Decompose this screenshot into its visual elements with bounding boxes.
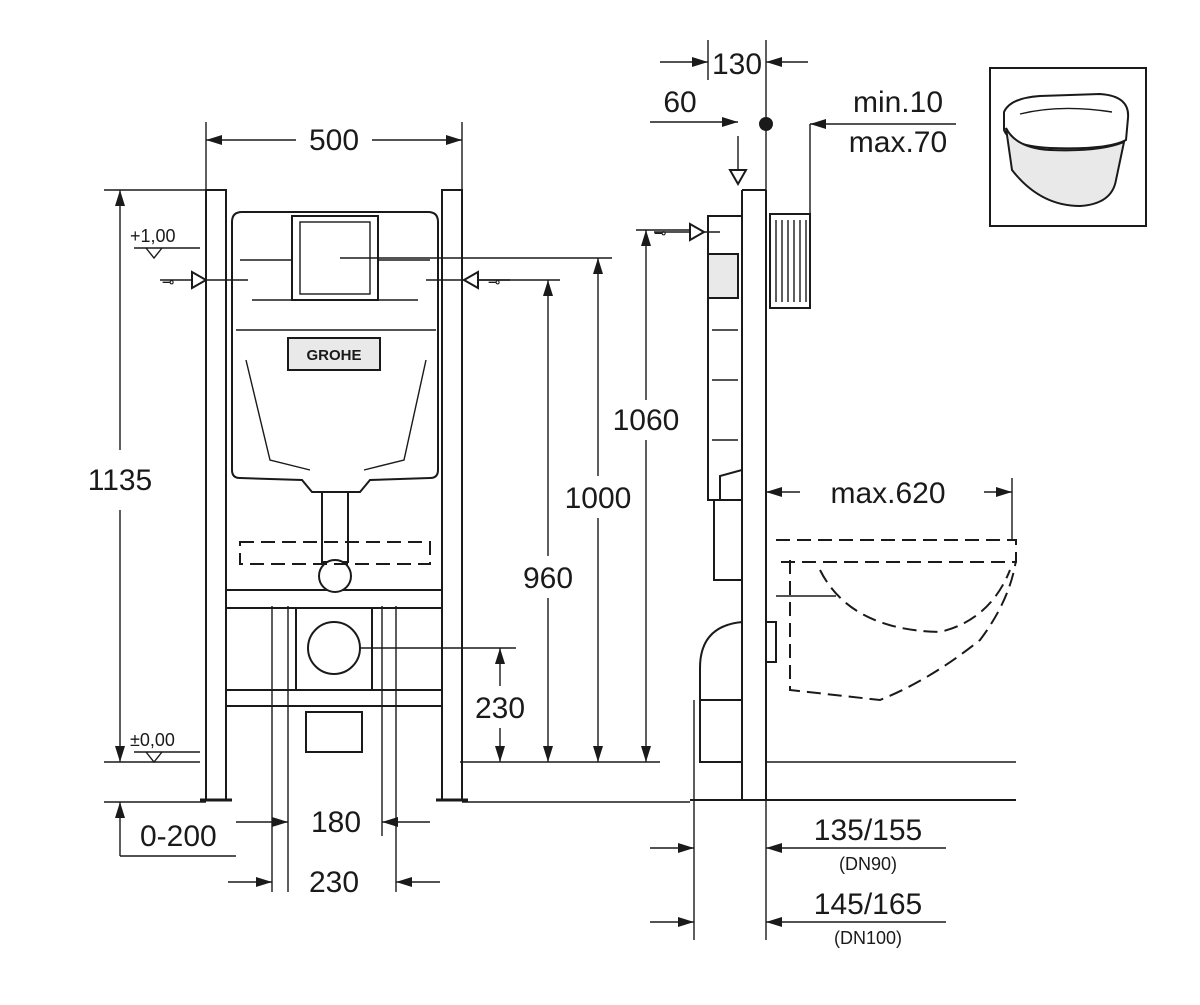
flush-valve-side xyxy=(707,253,739,299)
dim-height-1000: 1000 xyxy=(565,482,632,515)
water-inlet-side: ⊸ xyxy=(654,136,748,242)
water-inlet-left: ⊸ xyxy=(160,270,248,291)
front-view: GROHE ⊸ ⊸ 500 xyxy=(88,122,700,899)
dim-height-1060: 1060 xyxy=(613,404,680,437)
dim-width-500: 500 xyxy=(309,124,359,157)
dim-height-230: 230 xyxy=(475,692,525,725)
right-upright xyxy=(441,189,463,801)
left-upright xyxy=(205,189,227,801)
brand-logo-text: GROHE xyxy=(306,347,361,364)
bottom-crossbar xyxy=(225,689,443,707)
dim-wall-min: min.10 xyxy=(853,86,943,119)
dim-depth-60: 60 xyxy=(663,86,696,119)
dim-bowl-max: max.620 xyxy=(830,477,945,510)
dim-dn100: 145/165 xyxy=(814,888,922,921)
toilet-bowl-dashed xyxy=(789,559,1017,702)
water-inlet-right: ⊸ xyxy=(426,270,510,291)
dim-width-180: 180 xyxy=(311,806,361,839)
waste-connector xyxy=(305,711,363,753)
side-view: ⊸ 130 60 min.10 max.70 max.620 xyxy=(650,40,1017,948)
inlet-right-symbol: ⊸ xyxy=(488,274,501,291)
drain-pipe xyxy=(699,699,743,763)
inlet-left-symbol: ⊸ xyxy=(162,274,175,291)
label-dn100: (DN100) xyxy=(834,928,902,948)
drain-bend xyxy=(699,620,743,701)
dim-foot-adjust: 0-200 xyxy=(140,820,217,853)
dim-dn90: 135/155 xyxy=(814,814,922,847)
level-zero: ±0,00 xyxy=(130,730,175,750)
outlet-pipe xyxy=(307,621,361,675)
brand-logo xyxy=(287,337,381,371)
toilet-seat-dashed xyxy=(776,539,1017,563)
dim-height-1135: 1135 xyxy=(88,464,153,497)
label-dn90: (DN90) xyxy=(839,854,897,874)
wall-hung-toilet-icon xyxy=(989,67,1147,227)
dim-wall-max: max.70 xyxy=(849,126,947,159)
inlet-side-symbol: ⊸ xyxy=(654,225,667,242)
level-plus-one: +1,00 xyxy=(130,226,176,246)
bowl-outline-front xyxy=(239,541,431,565)
dim-depth-130: 130 xyxy=(712,48,762,81)
dim-height-960: 960 xyxy=(523,562,573,595)
dim-width-230: 230 xyxy=(309,866,359,899)
